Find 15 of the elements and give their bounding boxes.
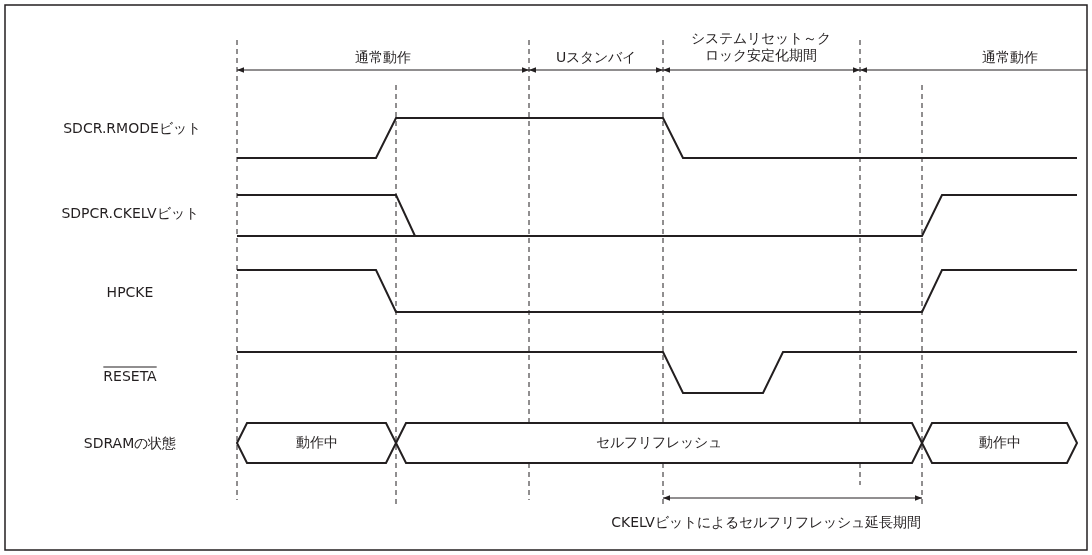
period-label: 通常動作 [355,48,411,66]
period-label: CKELVビットによるセルフリフレッシュ延長期間 [611,513,921,531]
signal-name: SDRAMの状態 [83,434,177,452]
signal-name: SDPCR.CKELVビット [61,204,199,222]
signal-name: RESETA [103,367,157,385]
signal-name: SDCR.RMODEビット [63,119,201,137]
state-label: 動作中 [294,434,339,452]
period-label: 通常動作 [982,48,1038,66]
bus-state-hexagon [922,423,1077,463]
bus-state-hexagon [237,423,396,463]
signal-name: HPCKE [106,283,154,301]
state-label: 動作中 [977,434,1022,452]
period-label: システムリセット～クロック安定化期間 [690,30,832,64]
period-label: Uスタンバイ [555,48,637,66]
state-label: セルフリフレッシュ [595,434,723,452]
